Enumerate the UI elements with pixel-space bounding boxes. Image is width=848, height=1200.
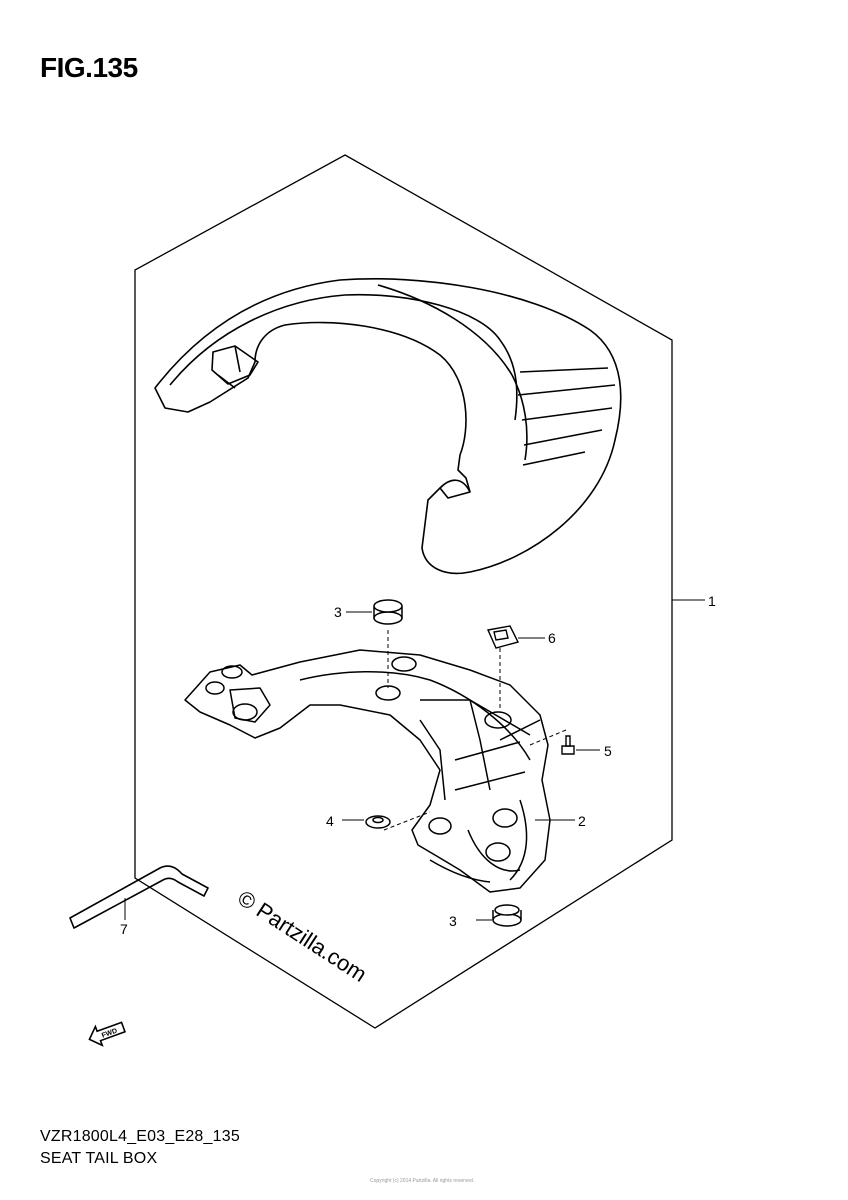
callout-1: 1 xyxy=(708,593,716,609)
nut-clip[interactable] xyxy=(486,625,520,649)
figure-title: FIG.135 xyxy=(40,52,138,83)
grommet-bottom[interactable] xyxy=(492,904,522,927)
callout-6: 6 xyxy=(548,630,556,646)
seat-tail-cover[interactable] xyxy=(154,277,622,575)
leader-lines xyxy=(124,599,705,921)
grommet-top[interactable] xyxy=(373,599,403,625)
fwd-arrow-icon: FWD xyxy=(88,1021,126,1047)
callout-7: 7 xyxy=(120,921,128,937)
hex-wrench[interactable] xyxy=(69,865,209,929)
washer[interactable] xyxy=(365,815,391,829)
callout-2: 2 xyxy=(578,813,586,829)
assembly-name: SEAT TAIL BOX xyxy=(40,1150,158,1167)
partzilla-watermark: © Partzilla.com xyxy=(233,885,371,987)
callout-4: 4 xyxy=(326,813,334,829)
callout-5: 5 xyxy=(604,743,612,759)
callout-3-top: 3 xyxy=(334,604,342,620)
bolt[interactable] xyxy=(561,735,575,755)
callout-3-bottom: 3 xyxy=(449,913,457,929)
assembly-boundary xyxy=(134,154,673,1029)
copyright-notice: Copyright (c) 2014 Partzilla. All rights… xyxy=(370,1178,475,1184)
model-code: VZR1800L4_E03_E28_135 xyxy=(40,1128,240,1145)
seat-tail-bracket[interactable] xyxy=(184,649,551,893)
